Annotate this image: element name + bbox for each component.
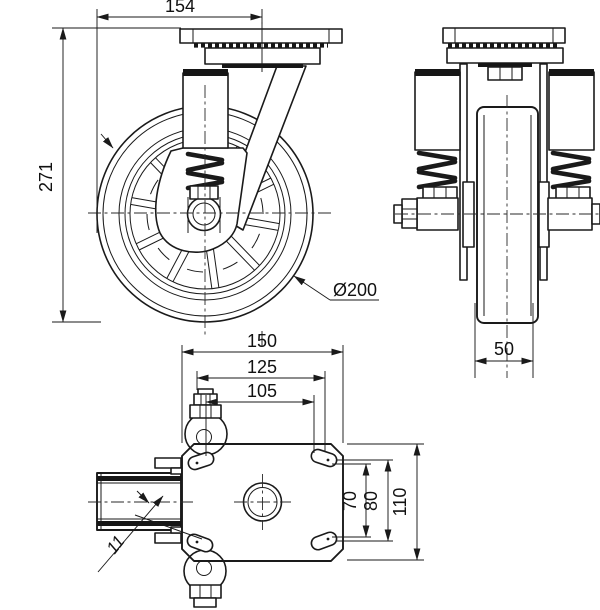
centerlines-side xyxy=(395,95,600,378)
spring-housing-side-right xyxy=(548,71,595,151)
spring-side-left xyxy=(416,150,458,190)
dim-105-label: 105 xyxy=(247,381,277,401)
dim-125-label: 125 xyxy=(247,357,277,377)
spring-housing-cap xyxy=(183,69,228,76)
front-view xyxy=(88,22,343,336)
dim-150: 150 xyxy=(181,331,344,443)
dim-110-label: 110 xyxy=(390,488,410,517)
plan-view xyxy=(88,331,344,608)
dim-70-label: 70 xyxy=(340,491,360,511)
dim-11-label: 11 xyxy=(103,532,129,558)
kingpin-nut xyxy=(487,66,523,81)
spring-housing-side-left xyxy=(414,71,461,151)
fork-plate-right xyxy=(539,63,548,281)
dim-271-label: 271 xyxy=(36,162,56,192)
dim-dia200-label: Ø200 xyxy=(333,280,377,300)
swivel-housing-front xyxy=(204,47,321,65)
fork-plate-left xyxy=(459,63,468,281)
dimensions: 154 271 Ø200 50 150 xyxy=(36,0,534,573)
side-view xyxy=(393,27,600,378)
dim-154: 154 xyxy=(96,0,263,233)
dim-271: 271 xyxy=(36,27,181,323)
dim-50-label: 50 xyxy=(494,339,514,359)
bolt-slots xyxy=(186,448,338,553)
spring-housing-front xyxy=(182,72,229,149)
wheel-side xyxy=(476,106,539,324)
spacer-left xyxy=(462,181,475,248)
spring-boss-bottom xyxy=(183,549,227,608)
wheel-plan xyxy=(96,472,182,531)
spring-seat-hex xyxy=(189,185,219,200)
spring-side-right xyxy=(550,150,592,190)
rim-pointer-arrow xyxy=(100,133,114,149)
dim-110: 110 xyxy=(347,443,424,561)
dim-105: 105 xyxy=(205,381,315,456)
axle-bolt xyxy=(393,198,418,229)
dim-125: 125 xyxy=(196,357,326,451)
top-plate-front xyxy=(179,28,343,68)
dim-dia200: Ø200 xyxy=(293,275,379,301)
axle-front xyxy=(192,202,216,226)
centerlines-front xyxy=(88,85,332,336)
top-plate-side xyxy=(442,27,566,81)
dim-70: 70 xyxy=(332,463,371,538)
kingpin-hole xyxy=(234,474,291,530)
dim-80: 80 xyxy=(336,459,393,542)
wheel-pointer-arrow xyxy=(136,490,150,504)
dim-154-label: 154 xyxy=(165,0,195,16)
dim-50: 50 xyxy=(474,303,534,378)
hub-front xyxy=(186,196,222,232)
dim-150-label: 150 xyxy=(247,331,277,351)
dim-80-label: 80 xyxy=(361,491,381,511)
